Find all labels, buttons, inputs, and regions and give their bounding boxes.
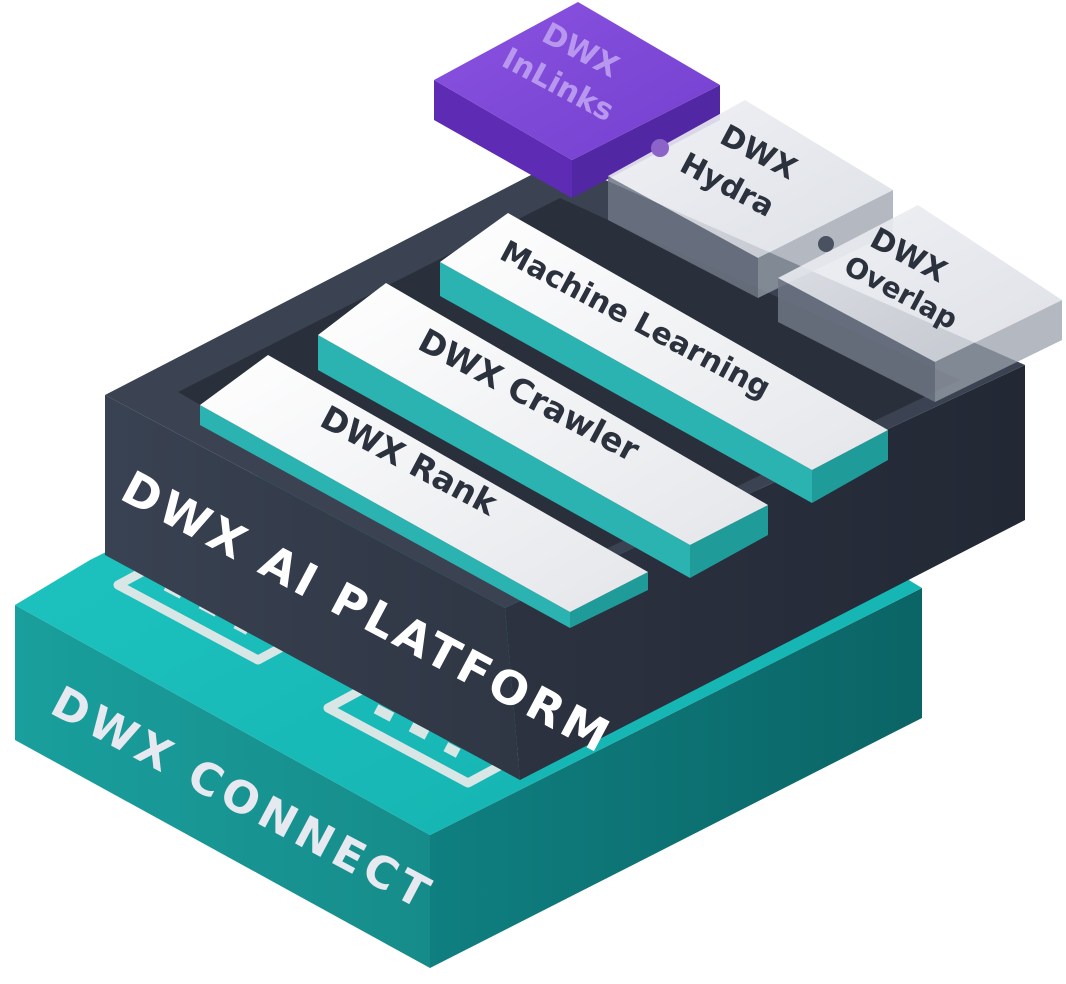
platform-layer-left-face (105, 395, 520, 780)
connect-layer-left-face (15, 605, 430, 968)
platform-layer-right-face (505, 365, 1025, 780)
addon-dwx-inlinks: DWX InLinks (434, 2, 720, 198)
link-dot-icon (818, 236, 834, 252)
addon-dwx-overlap: DWX Overlap (778, 205, 1062, 402)
link-dot-icon (651, 139, 669, 157)
connect-layer-right-face (430, 588, 922, 968)
